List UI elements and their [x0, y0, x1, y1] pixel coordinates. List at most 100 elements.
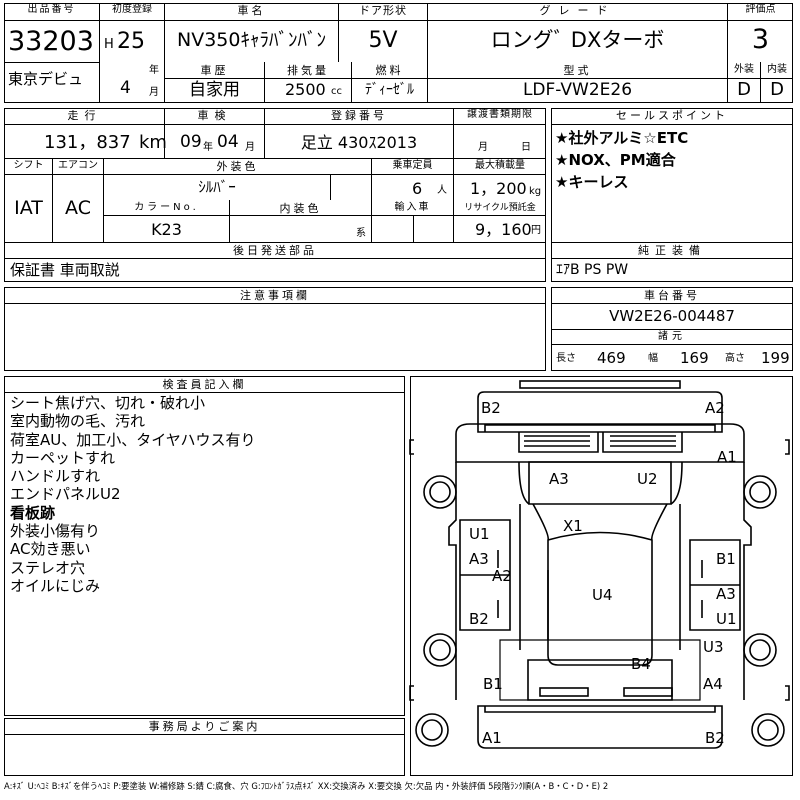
inspector-label: 検査員記入欄	[162, 378, 247, 391]
era: H	[104, 37, 114, 52]
color-no-label: カラーNo.	[134, 202, 199, 213]
damage-mark-left-pillar: A2	[492, 567, 512, 585]
damage-mark-fender-right: A1	[717, 448, 737, 466]
chassis-no: VW2E26-004487	[609, 307, 735, 325]
max-load-unit: kg	[529, 186, 542, 197]
inspector-line: 荷室AU、加工小、タイヤハウス有り	[10, 430, 256, 449]
exterior-label: 外装	[734, 64, 754, 75]
interior-color-unit: 系	[356, 228, 366, 239]
capacity-label: 乗車定員	[392, 160, 433, 171]
inspection-label: 車検	[197, 109, 232, 122]
later-parts: 保証書 車両取説	[10, 261, 120, 279]
damage-mark-left-rear-fender: B1	[483, 675, 503, 693]
insp-month-unit: 月	[245, 142, 255, 153]
later-parts-panel	[4, 242, 546, 282]
reg-no-label: 登録番号	[331, 109, 387, 122]
model-label: 型式	[563, 64, 592, 77]
inspector-line: AC効き悪い	[10, 540, 91, 559]
insp-year-unit: 年	[203, 142, 213, 153]
inspector-line: シート焦げ穴、切れ・破れ小	[10, 394, 206, 412]
exterior-grade: D	[737, 79, 751, 100]
mileage: 131，837	[44, 132, 131, 153]
sales-point-2: ★NOX、PM適合	[555, 151, 676, 169]
color-label: 外装色	[216, 160, 259, 173]
reg-month: 4	[120, 78, 131, 98]
year-unit: 年	[149, 65, 159, 76]
damage-mark-left-rear-panel: B2	[469, 610, 489, 628]
insp-month: 04	[217, 132, 239, 152]
length: 469	[597, 349, 626, 367]
inspector-line: 看板跡	[10, 503, 56, 522]
damage-mark-rear-left: A1	[482, 729, 502, 747]
equip-label: 純正装備	[638, 244, 706, 257]
damage-mark-right-door-1: B1	[716, 550, 736, 568]
history-label: 車歴	[200, 64, 229, 77]
sales-point-1: ★社外アルミ☆ETC	[555, 129, 689, 147]
history: 自家用	[189, 80, 240, 100]
inspector-line: 外装小傷有り	[10, 522, 101, 541]
damage-mark-right-door-2: A3	[716, 585, 736, 603]
inspector-line: オイルにじみ	[10, 576, 101, 595]
recycle-label: リサイクル預託金	[464, 203, 536, 213]
first-reg-label: 初度登録	[112, 4, 152, 15]
transfer-month-unit: 月	[478, 142, 488, 153]
door-label: ドア形状	[359, 4, 407, 17]
car-name-label: 車名	[237, 4, 266, 17]
height: 199	[761, 349, 790, 367]
damage-mark-windshield-right: U2	[637, 470, 658, 488]
damage-mark-right-door-3: U1	[716, 610, 737, 628]
damage-mark-front-left: B2	[481, 399, 501, 417]
ac: AC	[65, 197, 91, 219]
caution-label: 注意事項欄	[240, 289, 310, 302]
shift-label: シフト	[13, 160, 44, 171]
length-label: 長さ	[556, 353, 576, 364]
inspector-line: ハンドルすれ	[10, 467, 101, 486]
interior-color-label: 内装色	[279, 202, 322, 215]
capacity-unit: 人	[437, 185, 447, 196]
transfer-label: 譲渡書類期限	[467, 109, 533, 120]
damage-mark-roof-front: X1	[563, 517, 583, 535]
model: LDF-VW2E26	[522, 80, 633, 100]
reg-no: 足立 430ｽ2013	[300, 133, 418, 152]
damage-mark-windshield-left: A3	[549, 470, 569, 488]
inspector-panel	[4, 376, 405, 716]
damage-mark-right-rear-fender: A4	[703, 675, 723, 693]
dims-label: 諸元	[658, 331, 686, 342]
score-label: 評価点	[745, 4, 776, 15]
sales-label: セールスポイント	[616, 109, 728, 122]
width-label: 幅	[648, 353, 658, 364]
height-label: 高さ	[725, 353, 745, 364]
auction-name: 東京デビュ	[8, 70, 84, 88]
max-load-label: 最大積載量	[475, 160, 525, 171]
insp-year: 09	[180, 132, 202, 152]
chassis-label: 車台番号	[644, 289, 700, 302]
inspector-notes: シート焦げ穴、切れ・破れ小 室内動物の毛、汚れ 荷室AU、加工小、タイヤハウス有…	[10, 394, 256, 595]
displacement-unit: cc	[331, 86, 342, 97]
damage-diagram-panel	[410, 376, 793, 776]
import-label: 輸入車	[394, 202, 431, 213]
capacity: 6	[412, 179, 423, 198]
grade-label: グレード	[539, 4, 616, 17]
office-label: 事務局よりご案内	[148, 720, 261, 733]
inspector-line: カーペットすれ	[10, 448, 116, 467]
max-load: 1，200	[470, 179, 527, 198]
inspector-line: 室内動物の毛、汚れ	[10, 412, 146, 431]
later-parts-label: 後日発送部品	[233, 244, 317, 257]
damage-mark-rear-window: B4	[631, 655, 651, 673]
month-unit: 月	[149, 87, 159, 98]
damage-mark-left-door-2: A3	[469, 550, 489, 568]
score: 3	[751, 24, 770, 55]
door-type: 5V	[368, 28, 398, 53]
damage-mark-roof: U4	[592, 586, 613, 604]
mileage-unit: km	[139, 132, 167, 153]
damage-mark-front-right: A2	[705, 399, 725, 417]
width: 169	[680, 349, 709, 367]
lot-no-label: 出品番号	[27, 4, 76, 15]
grade: ロングﾞ DXターボ	[490, 28, 665, 52]
damage-mark-right-rear-panel: U3	[703, 638, 724, 656]
damage-mark-rear-right: B2	[705, 729, 725, 747]
interior-grade: D	[770, 79, 784, 100]
car-name: NV350ｷｬﾗﾊﾞﾝﾊﾞﾝ	[177, 29, 326, 51]
recycle: 9，160	[475, 220, 532, 239]
